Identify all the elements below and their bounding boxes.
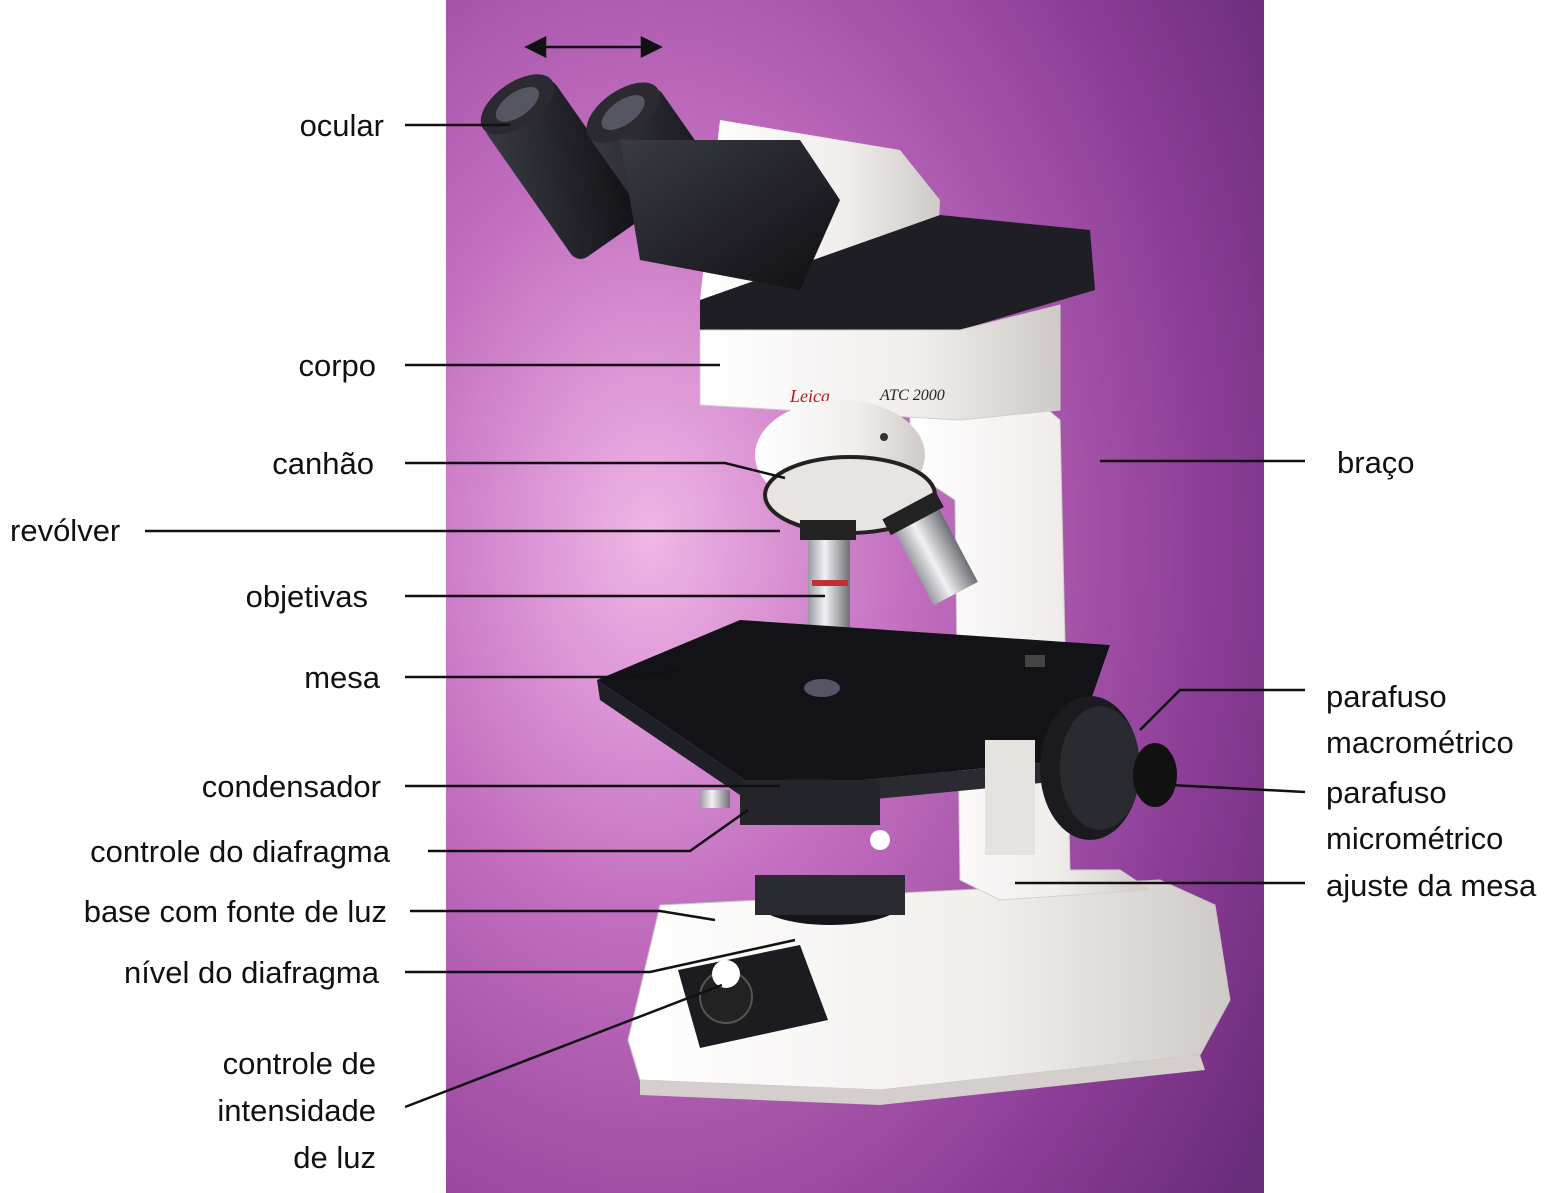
label-mesa: mesa bbox=[304, 659, 380, 696]
label-objetivas: objetivas bbox=[246, 578, 368, 615]
label-condensador: condensador bbox=[202, 768, 381, 805]
label-parafuso-micro: parafuso micrométrico bbox=[1326, 770, 1503, 862]
label-controle-diafragma: controle do diafragma bbox=[90, 833, 390, 870]
label-ocular: ocular bbox=[300, 107, 384, 144]
label-nivel-diafragma: nível do diafragma bbox=[124, 954, 379, 991]
label-parafuso-micro-line2: micrométrico bbox=[1326, 816, 1503, 862]
label-ajuste-mesa: ajuste da mesa bbox=[1326, 867, 1536, 904]
label-corpo: corpo bbox=[298, 347, 376, 384]
label-controle-intensidade-line1: controle de bbox=[217, 1040, 376, 1087]
label-canhao: canhão bbox=[272, 445, 374, 482]
label-braco: braço bbox=[1337, 444, 1415, 481]
label-controle-intensidade: controle de intensidade de luz bbox=[217, 1040, 376, 1181]
label-base: base com fonte de luz bbox=[84, 893, 387, 930]
label-parafuso-micro-line1: parafuso bbox=[1326, 770, 1503, 816]
label-controle-intensidade-line2: intensidade bbox=[217, 1087, 376, 1134]
label-controle-intensidade-line3: de luz bbox=[217, 1134, 376, 1181]
label-parafuso-macro-line2: macrométrico bbox=[1326, 720, 1514, 766]
label-parafuso-macro: parafuso macrométrico bbox=[1326, 674, 1514, 766]
svg-text:ATC 2000: ATC 2000 bbox=[879, 387, 945, 404]
label-parafuso-macro-line1: parafuso bbox=[1326, 674, 1514, 720]
label-revolver: revólver bbox=[10, 512, 120, 549]
